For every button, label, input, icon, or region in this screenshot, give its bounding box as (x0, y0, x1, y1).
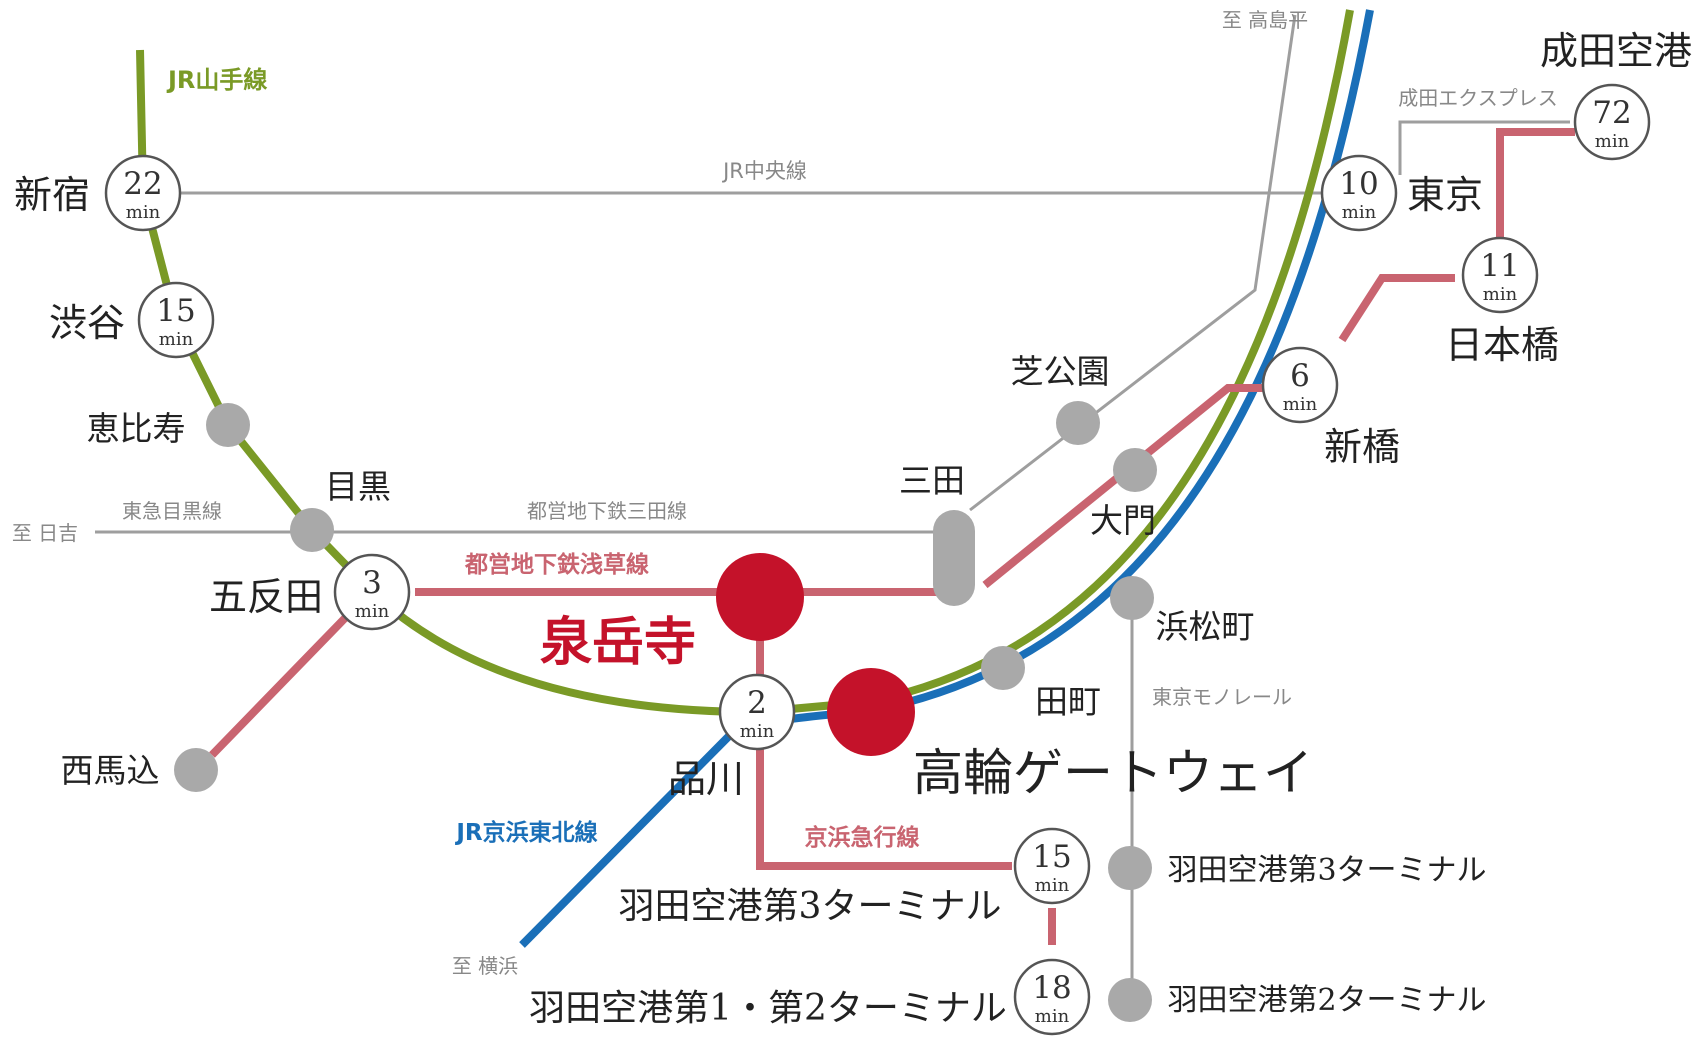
name-shibakoen: 芝公園 (1011, 352, 1110, 391)
name-gotanda: 五反田 (209, 575, 323, 619)
name-daimon: 大門 (1090, 501, 1156, 540)
badge-shinagawa: 2 min (718, 673, 796, 751)
label-keihin: JR京浜東北線 (454, 819, 597, 846)
time-badges: 22 min 15 min 3 min 2 min 6 min 10 min (104, 83, 1651, 1036)
name-mita: 三田 (899, 461, 965, 500)
svg-text:min: min (159, 329, 194, 350)
dir-hiyoshi: 至 日吉 (12, 521, 78, 545)
name-shinjuku: 新宿 (14, 173, 90, 217)
name-hamamatsucho: 浜松町 (1156, 607, 1255, 646)
name-nihombashi: 日本橋 (1445, 323, 1559, 367)
name-haneda3-keikyu: 羽田空港第3ターミナル (619, 886, 1002, 927)
label-keikyu: 京浜急行線 (805, 824, 920, 851)
svg-text:10: 10 (1339, 166, 1378, 202)
svg-text:min: min (740, 721, 775, 742)
target-stations (716, 553, 915, 756)
dot-haneda3-mono (1108, 846, 1152, 890)
label-mita: 都営地下鉄三田線 (527, 499, 687, 523)
svg-text:min: min (1035, 1006, 1070, 1027)
badge-haneda3: 15 min (1013, 827, 1091, 905)
svg-text:min: min (1483, 284, 1518, 305)
name-narita: 成田空港 (1540, 29, 1692, 73)
dot-sengakuji (716, 553, 804, 641)
dot-mita (933, 510, 975, 606)
label-chuo: JR中央線 (721, 159, 807, 183)
label-yamanote: JR山手線 (166, 66, 267, 94)
label-tokyu: 東急目黒線 (122, 499, 222, 523)
badge-haneda12: 18 min (1013, 958, 1091, 1036)
svg-text:22: 22 (123, 166, 162, 202)
badge-shimbashi: 6 min (1261, 346, 1339, 424)
svg-text:11: 11 (1480, 248, 1519, 284)
dot-tamachi (981, 646, 1025, 690)
line-labels: JR山手線 JR中央線 東急目黒線 都営地下鉄三田線 都営地下鉄浅草線 JR京浜… (12, 8, 1558, 978)
svg-text:18: 18 (1032, 970, 1071, 1006)
mita-line-north (969, 14, 1297, 512)
svg-text:min: min (1595, 131, 1630, 152)
svg-text:3: 3 (362, 565, 382, 601)
badge-gotanda: 3 min (333, 553, 411, 631)
badge-shibuya: 15 min (137, 281, 215, 359)
dot-ebisu (206, 403, 250, 447)
keikyu-line (756, 640, 1056, 945)
name-sengakuji: 泉岳寺 (540, 612, 696, 673)
name-ebisu: 恵比寿 (87, 409, 186, 448)
svg-text:72: 72 (1592, 95, 1631, 131)
name-meguro: 目黒 (325, 467, 391, 506)
dot-hamamatsucho (1110, 576, 1154, 620)
narita-express-line (1398, 120, 1570, 175)
svg-text:15: 15 (1032, 839, 1071, 875)
dot-meguro (290, 508, 334, 552)
label-monorail: 東京モノレール (1152, 685, 1292, 709)
name-haneda2: 羽田空港第2ターミナル (1167, 983, 1486, 1018)
dot-daimon (1113, 448, 1157, 492)
name-tamachi: 田町 (1035, 682, 1101, 721)
name-nishimagome: 西馬込 (61, 751, 160, 790)
dir-yokohama: 至 横浜 (452, 954, 518, 978)
badge-shinjuku: 22 min (104, 154, 182, 232)
svg-text:6: 6 (1290, 358, 1310, 394)
label-nex: 成田エクスプレス (1398, 86, 1557, 110)
dot-takanawa (827, 668, 915, 756)
name-shimbashi: 新橋 (1324, 425, 1400, 469)
svg-text:15: 15 (156, 293, 195, 329)
name-shibuya: 渋谷 (49, 301, 125, 345)
asakusa-line (209, 128, 1575, 758)
badge-tokyo: 10 min (1320, 154, 1398, 232)
name-tokyo: 東京 (1407, 173, 1483, 217)
name-takanawa: 高輪ゲートウェイ (913, 744, 1313, 802)
name-haneda12: 羽田空港第1・第2ターミナル (529, 988, 1007, 1029)
dir-takashimadaira: 至 高島平 (1222, 8, 1308, 32)
station-dots (174, 401, 1157, 1022)
name-shinagawa: 品川 (668, 757, 744, 801)
badge-nihombashi: 11 min (1461, 236, 1539, 314)
label-asakusa: 都営地下鉄浅草線 (464, 551, 649, 578)
dot-haneda2 (1108, 978, 1152, 1022)
badge-narita: 72 min (1573, 83, 1651, 161)
svg-text:min: min (1283, 394, 1318, 415)
dot-shibakoen (1056, 401, 1100, 445)
svg-text:min: min (1035, 875, 1070, 896)
svg-text:min: min (355, 601, 390, 622)
station-labels: 新宿 渋谷 恵比寿 目黒 五反田 西馬込 泉岳寺 品川 高輪ゲートウェイ 田町 … (14, 29, 1692, 1029)
dot-nishimagome (174, 748, 218, 792)
svg-text:2: 2 (747, 685, 767, 721)
svg-text:min: min (1342, 202, 1377, 223)
name-haneda3-mono: 羽田空港第3ターミナル (1167, 853, 1486, 888)
svg-text:min: min (126, 202, 161, 223)
